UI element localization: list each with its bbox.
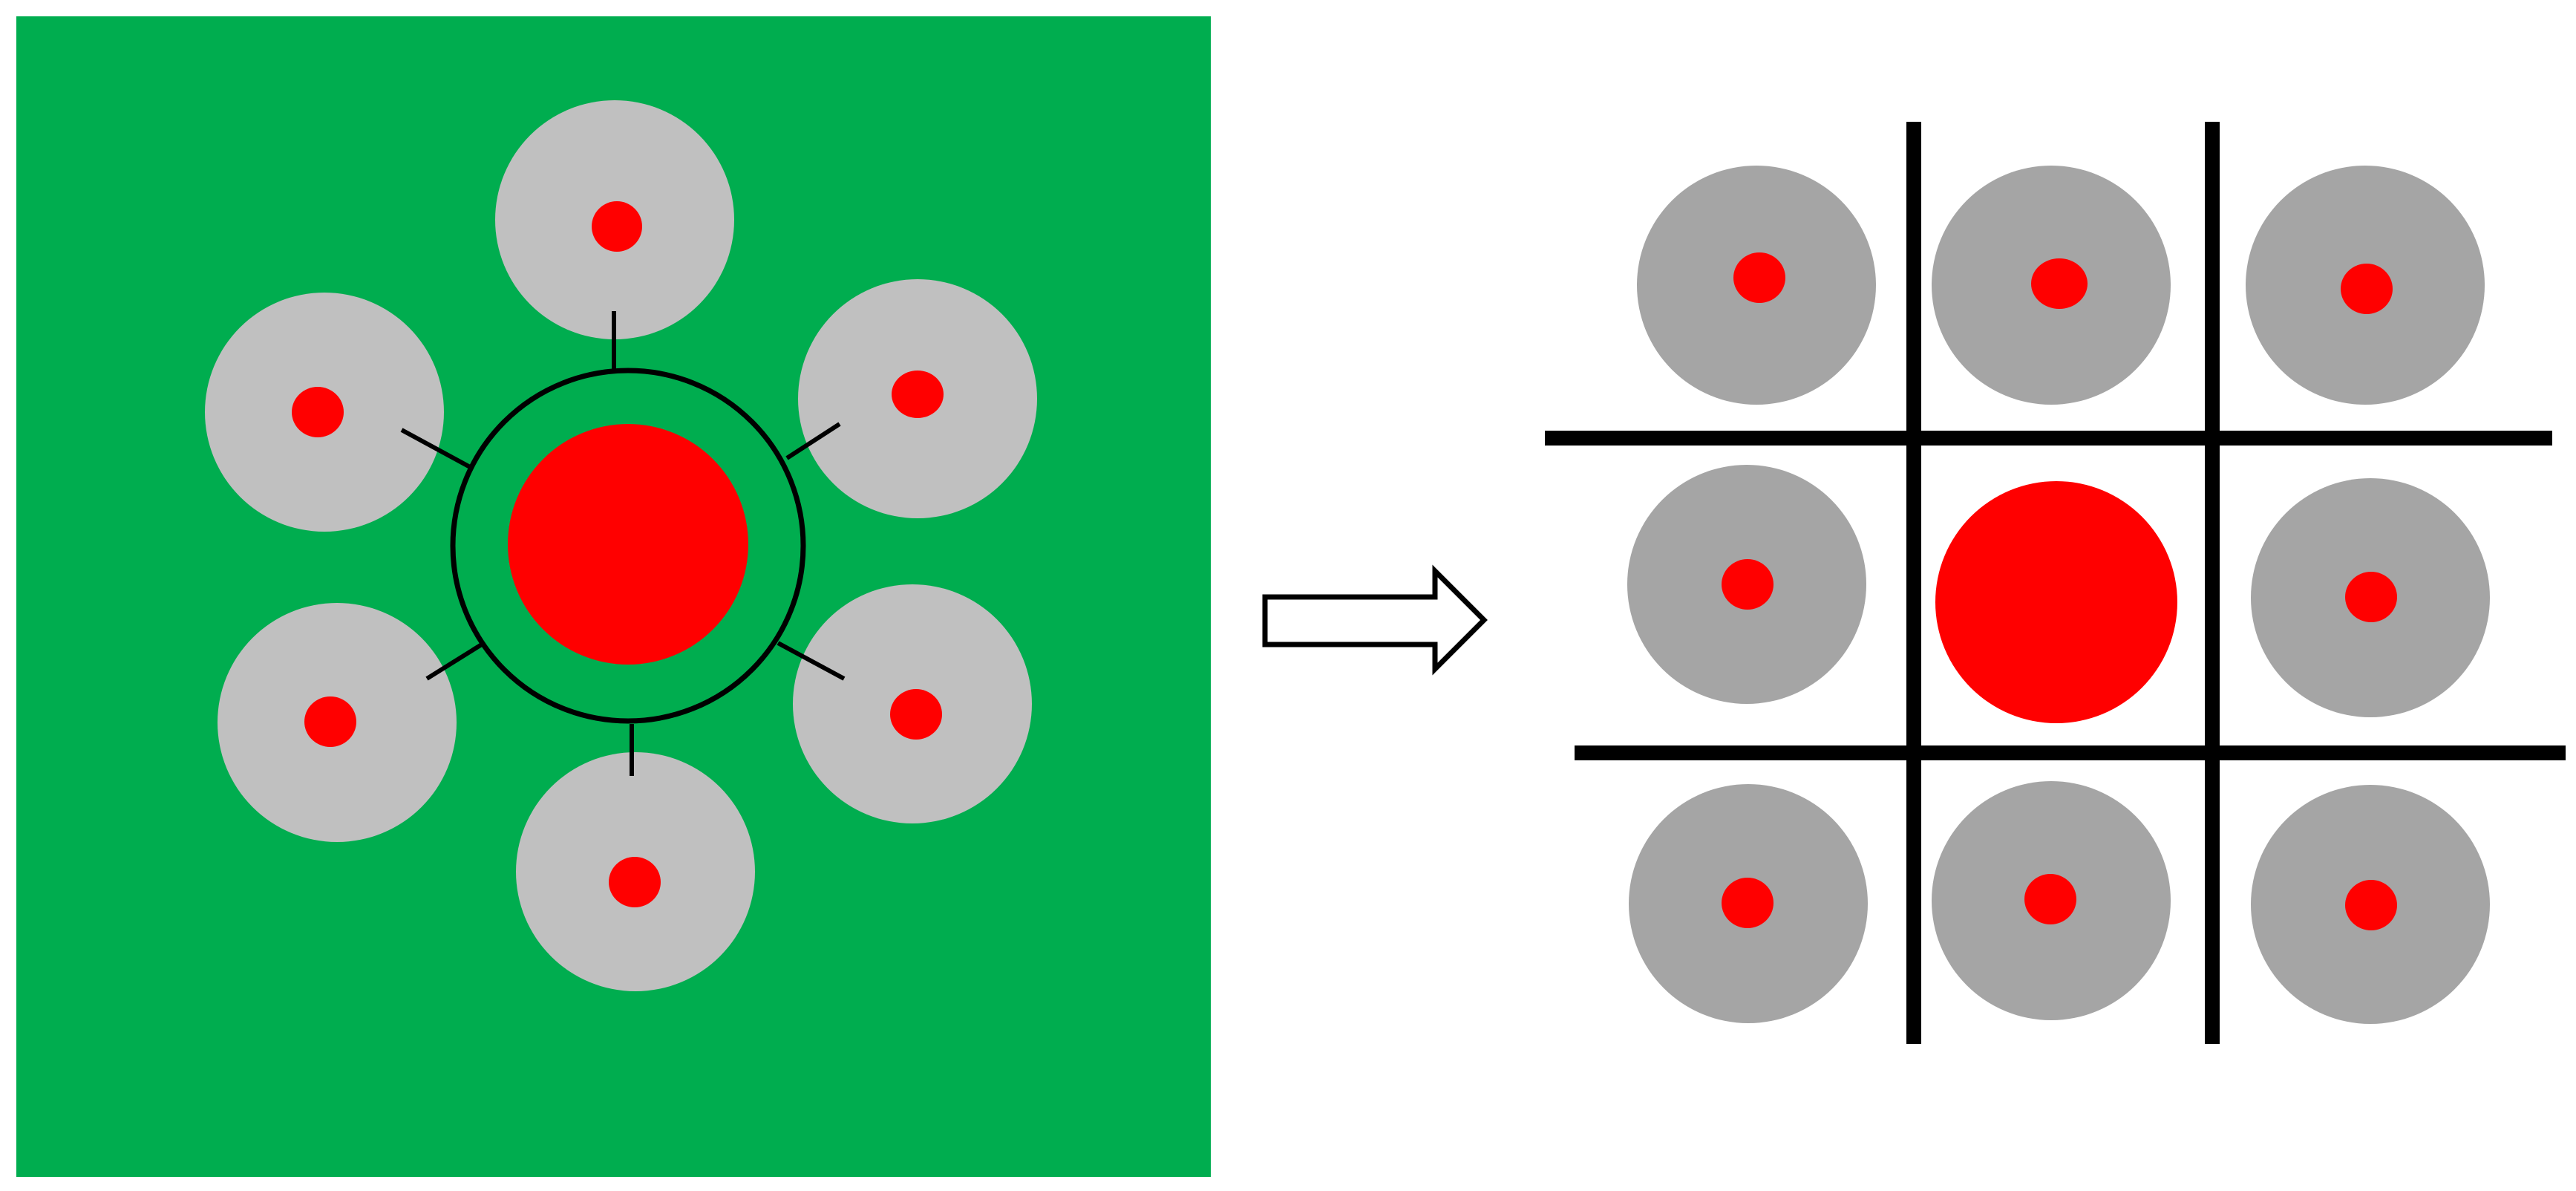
right-cell-r3c2-dot	[2024, 874, 2076, 924]
right-cell-r2c3	[2251, 478, 2490, 717]
right-cell-r3c3-dot	[2345, 880, 2397, 930]
right-cell-r2c2-center	[1935, 481, 2177, 723]
right-cell-r1c3	[2246, 166, 2485, 405]
left-satellite-top	[495, 100, 734, 339]
right-cell-r1c3-dot	[2341, 264, 2393, 314]
left-satellite-bottom	[516, 752, 755, 991]
right-arrow-icon	[1262, 564, 1488, 676]
right-cell-r2c1	[1627, 465, 1866, 704]
left-satellite-top-dot	[592, 201, 642, 252]
left-satellite-bottom-dot	[609, 857, 661, 907]
left-satellite-lower-right	[793, 584, 1032, 823]
connector-lines	[400, 311, 846, 776]
right-cell-r3c1-dot	[1722, 878, 1774, 928]
right-cell-r1c1	[1637, 166, 1876, 405]
connector-lower-left	[425, 641, 486, 681]
right-cell-r2c1-dot	[1722, 559, 1774, 610]
left-satellite-lower-left-dot	[304, 696, 356, 747]
right-cell-r1c2	[1932, 166, 2171, 405]
central-ring	[450, 368, 806, 724]
right-cell-r3c2	[1932, 781, 2171, 1020]
connector-upper-left	[400, 428, 473, 470]
left-panel	[16, 16, 1211, 1177]
right-cell-r1c2-dot	[2031, 258, 2088, 309]
left-satellite-upper-left	[205, 293, 444, 532]
right-panel	[1545, 122, 2566, 1044]
left-satellite-upper-left-dot	[292, 387, 344, 437]
right-cell-r3c1	[1629, 784, 1868, 1023]
grid-lines	[1545, 122, 2566, 1044]
left-satellite-upper-right-dot	[892, 371, 944, 418]
central-nucleus	[508, 424, 748, 665]
right-cell-r1c1-dot	[1733, 252, 1785, 303]
right-cell-r2c3-dot	[2345, 572, 2397, 622]
connector-lower-right	[777, 641, 846, 681]
right-cell-r3c3	[2251, 785, 2490, 1024]
left-satellite-lower-left	[218, 603, 457, 842]
right-arrow-shape	[1262, 564, 1488, 676]
left-satellite-lower-right-dot	[890, 689, 942, 740]
left-satellite-upper-right	[798, 279, 1037, 518]
connector-upper-right	[785, 422, 841, 460]
right-center-nucleus	[1935, 481, 2177, 723]
